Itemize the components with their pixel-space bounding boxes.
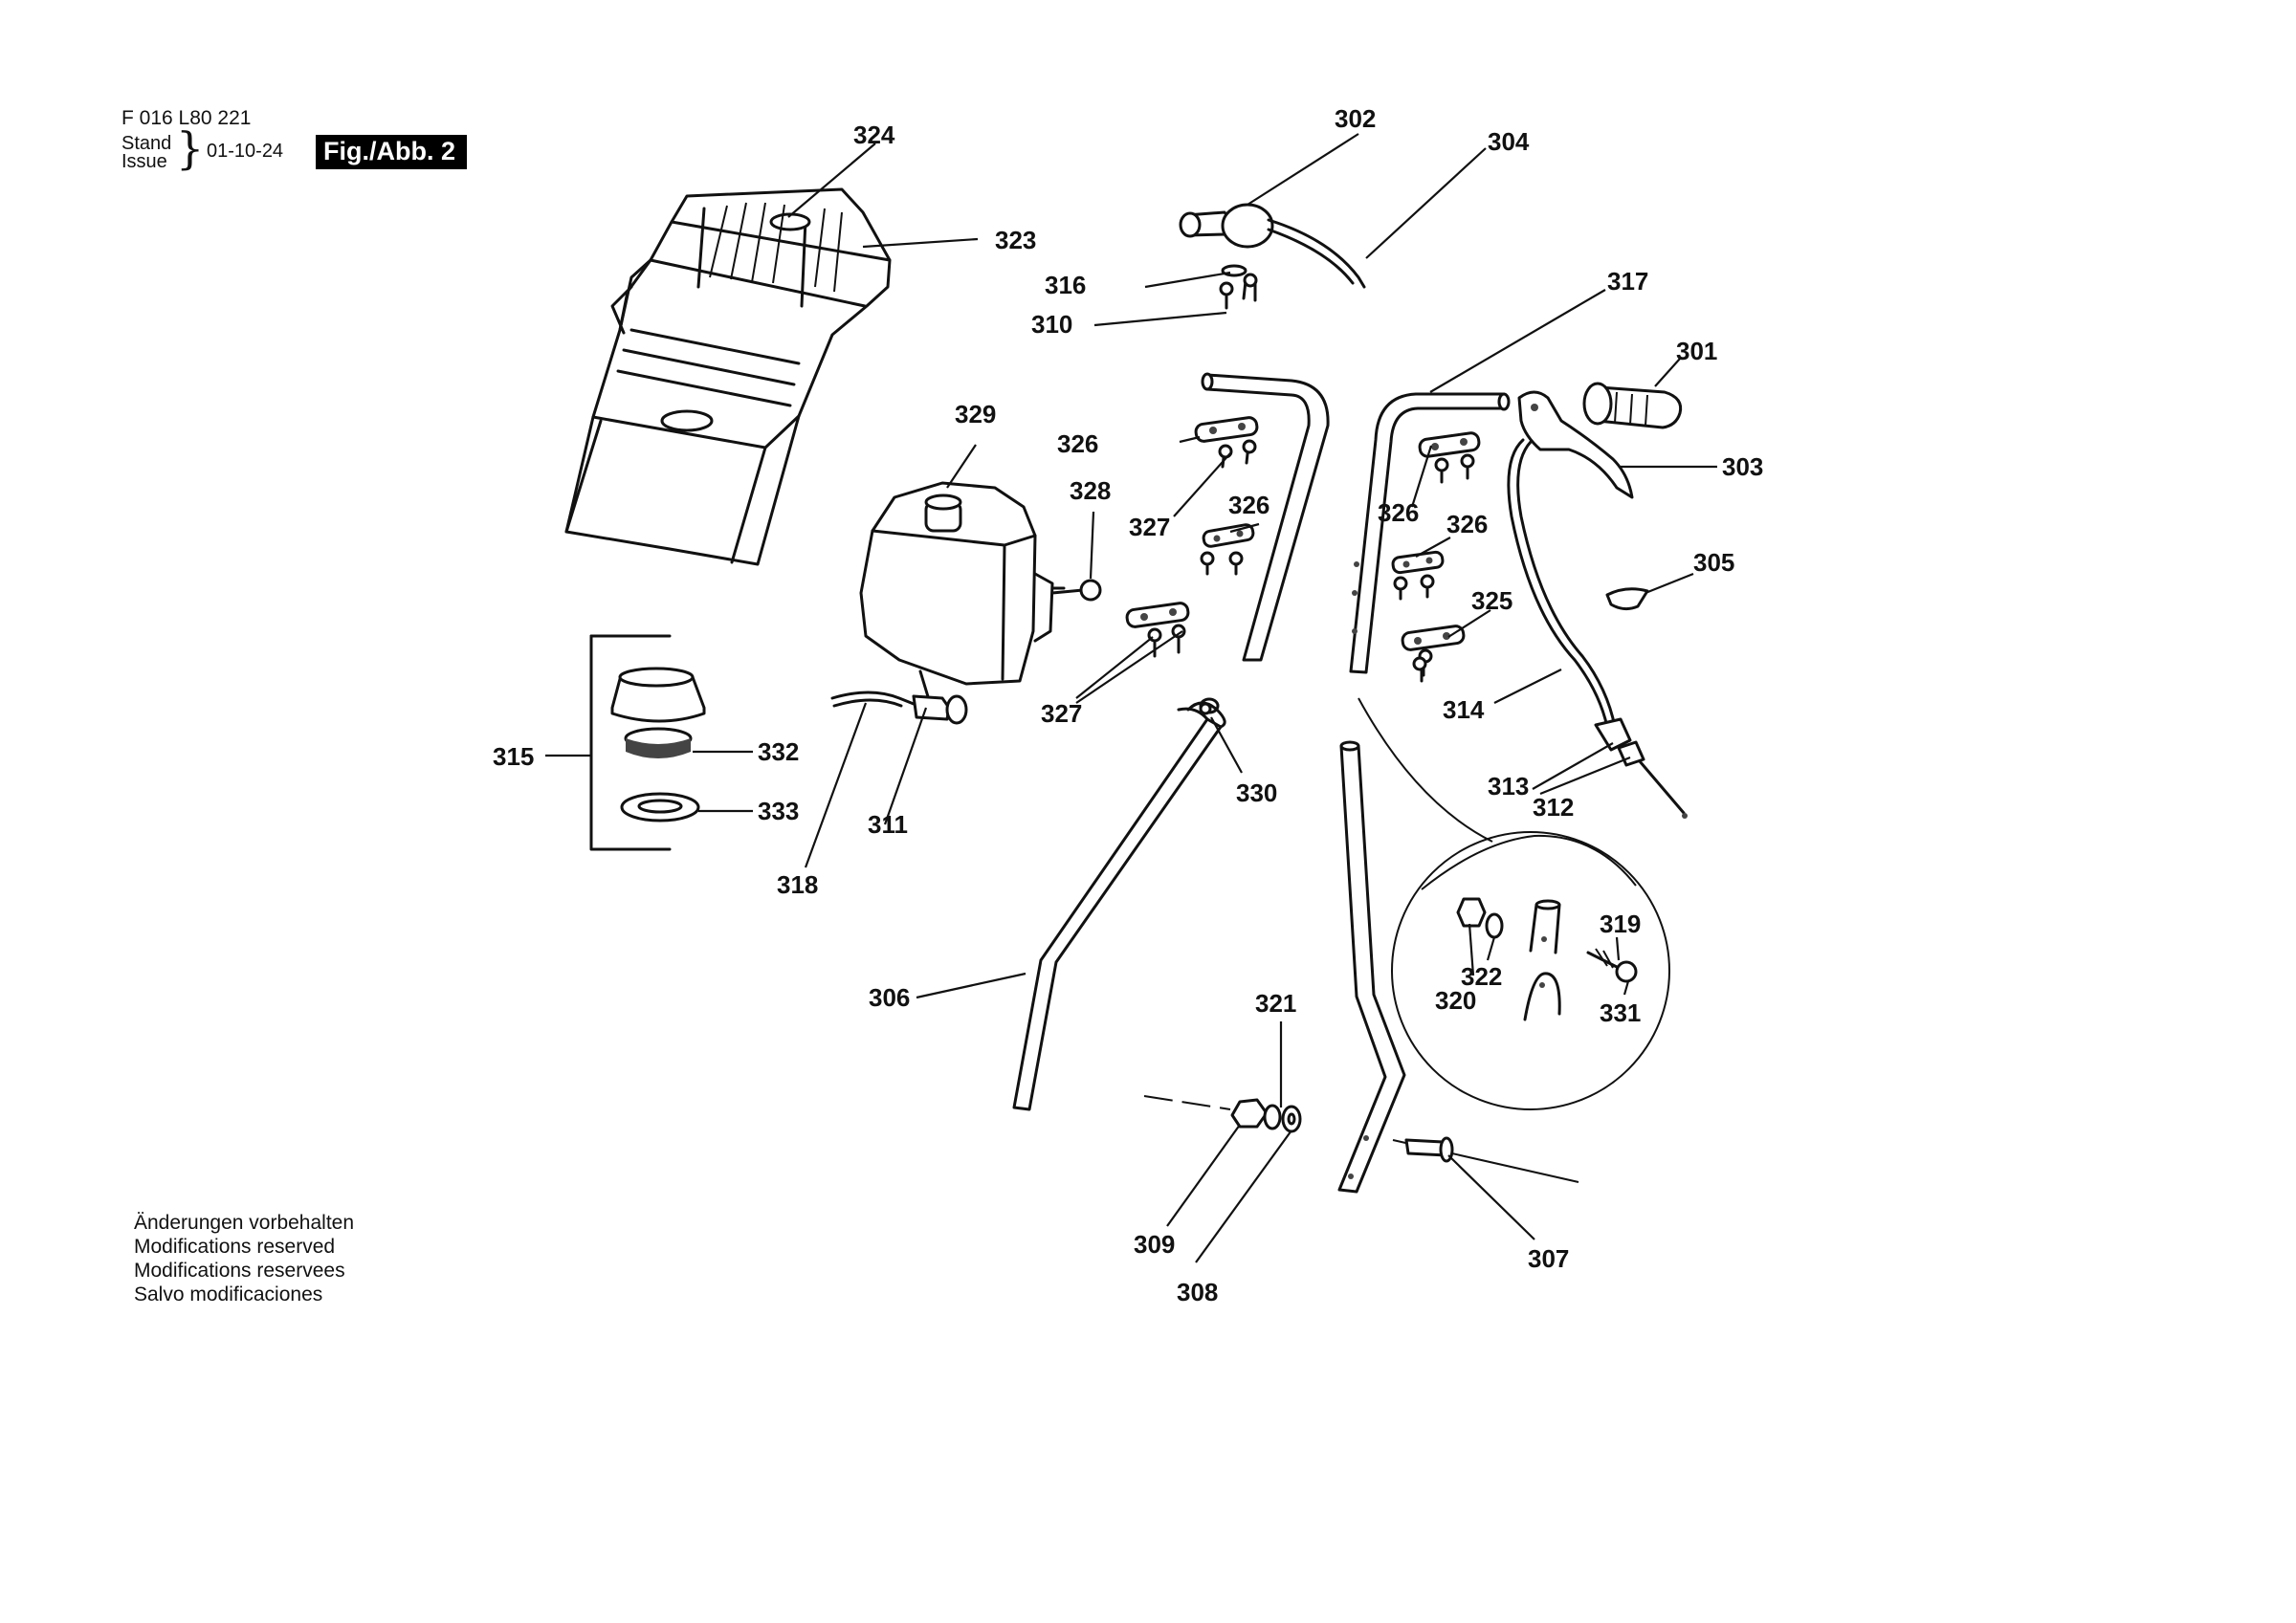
stand-issue-label: Stand Issue [121, 133, 172, 172]
callout-333: 333 [758, 797, 799, 825]
note-fr: Modifications reservees [134, 1260, 345, 1282]
filter-assembly-part [589, 634, 706, 851]
fuel-line-part [830, 669, 968, 725]
upper-handle-right [1349, 392, 1511, 674]
callout-326-c: 326 [1378, 498, 1419, 527]
callout-331: 331 [1600, 998, 1641, 1027]
brace-glyph: } [176, 122, 205, 174]
callout-315: 315 [493, 742, 534, 771]
clamp-part [1418, 431, 1481, 484]
figure-label: Fig./Abb. 2 [316, 135, 467, 169]
note-es: Salvo modificaciones [134, 1283, 323, 1305]
callout-320: 320 [1435, 986, 1476, 1015]
callout-314: 314 [1443, 695, 1485, 724]
brake-cable-part [1507, 438, 1617, 729]
callout-306: 306 [869, 983, 910, 1012]
callout-329: 329 [955, 400, 996, 428]
clamp-part [1200, 523, 1255, 576]
callout-313: 313 [1488, 772, 1529, 801]
callout-307: 307 [1528, 1244, 1569, 1273]
callout-310: 310 [1031, 310, 1072, 339]
note-en: Modifications reserved [134, 1236, 336, 1258]
callout-330: 330 [1236, 779, 1277, 807]
note-de: Änderungen vorbehalten [134, 1212, 355, 1234]
throttle-lever-part [1179, 203, 1366, 310]
clamp-part [1194, 416, 1259, 469]
modification-notes: Änderungen vorbehalten Modifications res… [134, 1211, 354, 1306]
callout-302: 302 [1335, 104, 1376, 133]
issue-label: Issue [121, 151, 167, 172]
callout-328: 328 [1070, 476, 1111, 505]
callout-309: 309 [1134, 1230, 1175, 1259]
callout-303: 303 [1722, 452, 1763, 481]
callout-322: 322 [1461, 962, 1502, 991]
callout-311: 311 [868, 810, 908, 839]
handle-grip-part [1582, 382, 1683, 429]
brake-lever-part [1517, 390, 1634, 499]
upper-handle-left [1201, 372, 1330, 662]
callout-308: 308 [1177, 1278, 1218, 1306]
callout-317: 317 [1607, 267, 1648, 296]
callout-312: 312 [1533, 793, 1574, 822]
callout-318: 318 [777, 870, 818, 899]
clamp-part [1391, 550, 1445, 601]
stand-label: Stand [121, 133, 172, 154]
callout-327-a: 327 [1129, 513, 1170, 541]
callout-321: 321 [1255, 989, 1296, 1018]
callout-326-a: 326 [1057, 429, 1098, 458]
engine-cover-part [564, 187, 892, 566]
callout-labels: 301 302 303 304 305 306 307 308 309 310 … [493, 104, 1763, 1306]
callout-326-d: 326 [1446, 510, 1488, 538]
handle-clip-part [1186, 701, 1226, 729]
drain-screw-part [1050, 579, 1102, 602]
document-number: F 016 L80 221 [121, 107, 252, 129]
callout-332: 332 [758, 737, 799, 766]
callout-323: 323 [995, 226, 1036, 254]
lower-handle-right [1337, 740, 1406, 1194]
clamp-part [1401, 625, 1466, 683]
lower-handle-left [1012, 697, 1223, 1111]
callout-301: 301 [1676, 337, 1717, 365]
callout-316: 316 [1045, 271, 1086, 299]
callout-326-b: 326 [1228, 491, 1269, 519]
callout-324: 324 [853, 121, 895, 149]
detail-inset [1358, 697, 1670, 1110]
issue-date: 01-10-24 [207, 141, 284, 162]
clamp-part [1125, 602, 1190, 658]
leader-lines [545, 133, 1717, 1263]
fuel-tank-part [859, 481, 1066, 686]
cable-adjuster-part [1594, 717, 1688, 819]
cable-clip-part [1605, 587, 1649, 611]
callout-325: 325 [1471, 586, 1512, 615]
callout-327-b: 327 [1041, 699, 1082, 728]
callout-319: 319 [1600, 910, 1641, 938]
callout-304: 304 [1488, 127, 1530, 156]
callout-305: 305 [1693, 548, 1734, 577]
